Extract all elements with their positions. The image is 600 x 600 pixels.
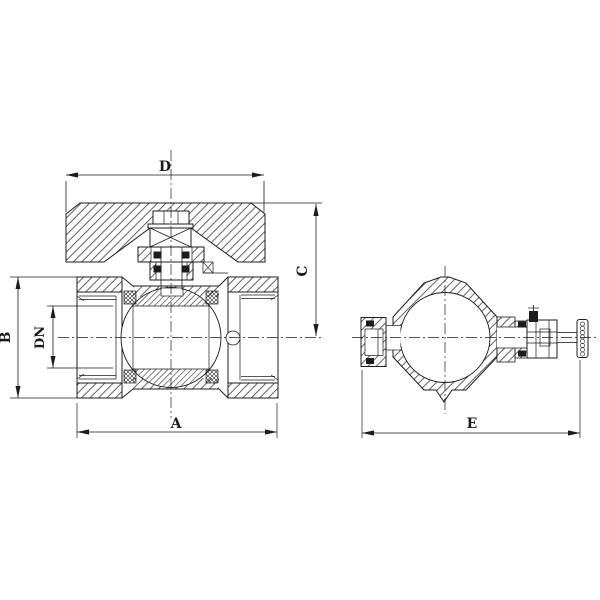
seat [205,290,219,305]
side-left-fitting [360,317,401,367]
dim-label-D: D [159,159,171,175]
dimension-E: E [361,360,581,438]
seat [123,369,137,384]
drain-knob [576,319,589,358]
drain-hex-body [526,319,558,359]
stem-gland [137,246,228,290]
dim-label-A: A [170,416,183,432]
front-view: D C B DN [0,159,322,438]
o-ring [153,265,162,273]
washer [147,223,194,229]
left-port-bottom-wall [76,382,123,399]
drain-bolt [529,311,538,322]
seal [366,320,374,327]
o-ring [181,265,190,273]
knob-knurling [580,321,585,357]
valve-seats [123,290,219,384]
dimension-DN: DN [33,305,113,369]
dimension-D: D [65,159,265,212]
dim-label-DN: DN [33,326,48,349]
ball-stem-slot [160,287,184,297]
seal [518,350,526,357]
seat [123,290,137,305]
o-ring [181,251,190,259]
stem-top-assembly [147,210,194,248]
dim-label-C: C [295,265,311,276]
left-fitting-bore [364,328,384,356]
centerlines [58,150,596,418]
dim-label-E: E [467,416,478,432]
body-hole-marker [225,330,241,346]
dimension-A: A [76,403,278,438]
handle-silhouette [65,202,266,263]
side-view: E [360,276,589,438]
right-port-bottom-wall [227,382,279,399]
seal [366,358,374,364]
butterfly-handle [65,202,322,263]
seat [205,369,219,384]
right-port-top-wall [227,276,279,293]
side-drain-assembly [496,305,589,363]
left-port-top-wall [76,276,123,293]
dimension-B: B [0,276,77,399]
dim-label-B: B [0,331,14,343]
dimension-C: C [295,204,319,336]
o-ring [153,251,162,259]
seal [518,321,526,328]
